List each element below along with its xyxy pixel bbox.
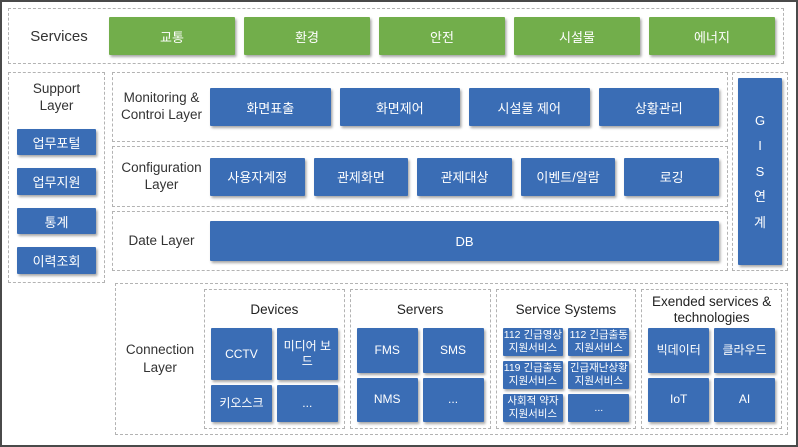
service-systems-group-title: Service Systems <box>515 302 617 318</box>
configuration-box-user-account: 사용자계정 <box>210 157 305 196</box>
services-layer: Services 교통 환경 안전 시설물 에너지 <box>8 8 784 64</box>
support-layer-label: Support Layer <box>32 81 81 113</box>
extended-box-cloud: 클라우드 <box>714 328 775 373</box>
data-layer-boxes: DB <box>210 221 719 261</box>
monitoring-boxes: 화면표출 화면제어 시설물 제어 상황관리 <box>210 88 719 126</box>
support-layer: Support Layer 업무포털 업무지원 통계 이력조회 <box>8 72 105 283</box>
extended-box-ai: AI <box>714 377 775 422</box>
devices-group-title: Devices <box>250 302 299 318</box>
monitoring-box-situation-mgmt: 상황관리 <box>598 88 719 126</box>
extended-box-iot: IoT <box>648 377 710 422</box>
monitoring-control-layer-label: Monitoring & Controi Layer <box>120 90 203 122</box>
device-box-kiosk: 키오스크 <box>211 385 272 422</box>
service-system-box-more: ... <box>568 394 630 422</box>
connection-layer-label: Connection Layer <box>125 342 195 375</box>
monitoring-control-layer: Monitoring & Controi Layer 화면표출 화면제어 시설물… <box>112 72 728 142</box>
configuration-layer: Configuration Layer 사용자계정 관제화면 관제대상 이벤트/… <box>112 146 728 207</box>
servers-group-title: Servers <box>396 302 444 318</box>
device-box-cctv: CCTV <box>211 328 272 380</box>
data-layer-label: Date Layer <box>128 232 195 248</box>
servers-grid: FMS SMS NMS ... <box>356 328 484 422</box>
configuration-box-logging: 로깅 <box>624 157 719 196</box>
device-box-more: ... <box>276 385 338 422</box>
monitoring-box-facility-control: 시설물 제어 <box>469 88 590 126</box>
server-box-nms: NMS <box>356 377 418 422</box>
services-layer-label: Services <box>30 27 88 45</box>
server-box-more: ... <box>422 377 484 422</box>
extended-services-group-title: Exended services & technologies <box>651 294 772 325</box>
support-box-work-portal: 업무포털 <box>17 128 96 156</box>
service-box-safety: 안전 <box>379 17 505 55</box>
data-layer-box-db: DB <box>210 221 719 261</box>
configuration-box-event-alarm: 이벤트/알람 <box>520 157 616 196</box>
gis-link-box: G I S 연 계 <box>738 78 782 265</box>
service-box-traffic: 교통 <box>109 17 235 55</box>
support-box-statistics: 통계 <box>17 207 96 235</box>
service-systems-grid: 112 긴급영상 지원서비스 112 긴급출동 지원서비스 119 긴급출동 지… <box>502 328 630 422</box>
server-box-sms: SMS <box>422 328 484 373</box>
support-box-work-support: 업무지원 <box>17 168 96 195</box>
configuration-boxes: 사용자계정 관제화면 관제대상 이벤트/알람 로깅 <box>210 157 719 196</box>
server-box-fms: FMS <box>356 328 418 373</box>
service-system-box-119-dispatch: 119 긴급출동 지원서비스 <box>502 361 564 389</box>
services-boxes: 교통 환경 안전 시설물 에너지 <box>109 17 775 55</box>
data-layer: Date Layer DB <box>112 211 728 271</box>
configuration-box-control-target: 관제대상 <box>417 157 512 196</box>
service-box-energy: 에너지 <box>649 17 775 55</box>
configuration-box-control-screen: 관제화면 <box>313 157 409 196</box>
connection-group-devices: Devices CCTV 미디어 보드 키오스크 ... <box>204 289 345 429</box>
connection-group-service-systems: Service Systems 112 긴급영상 지원서비스 112 긴급출동 … <box>495 289 637 429</box>
extended-services-grid: 빅데이터 클라우드 IoT AI <box>648 328 775 422</box>
devices-grid: CCTV 미디어 보드 키오스크 ... <box>211 328 338 422</box>
connection-layer: Connection Layer Devices CCTV 미디어 보드 키오스… <box>115 283 788 435</box>
extended-box-bigdata: 빅데이터 <box>648 328 710 373</box>
connection-group-extended-services: Exended services & technologies 빅데이터 클라우… <box>641 289 782 429</box>
service-system-box-emergency-disaster: 긴급재난상황 지원서비스 <box>568 361 630 389</box>
service-system-box-social-vulnerable: 사회적 약자 지원서비스 <box>502 394 564 422</box>
gis-link-column: G I S 연 계 <box>732 72 788 271</box>
support-box-history-lookup: 이력조회 <box>17 247 96 274</box>
service-system-box-112-video: 112 긴급영상 지원서비스 <box>502 328 564 356</box>
device-box-media-board: 미디어 보드 <box>276 328 338 380</box>
service-box-facilities: 시설물 <box>514 17 640 55</box>
monitoring-box-screen-control: 화면제어 <box>339 88 460 126</box>
connection-group-servers: Servers FMS SMS NMS ... <box>349 289 491 429</box>
service-system-box-112-dispatch: 112 긴급출동 지원서비스 <box>568 328 630 356</box>
service-box-environment: 환경 <box>244 17 370 55</box>
monitoring-box-screen-display: 화면표출 <box>210 88 331 126</box>
configuration-layer-label: Configuration Layer <box>121 159 202 192</box>
